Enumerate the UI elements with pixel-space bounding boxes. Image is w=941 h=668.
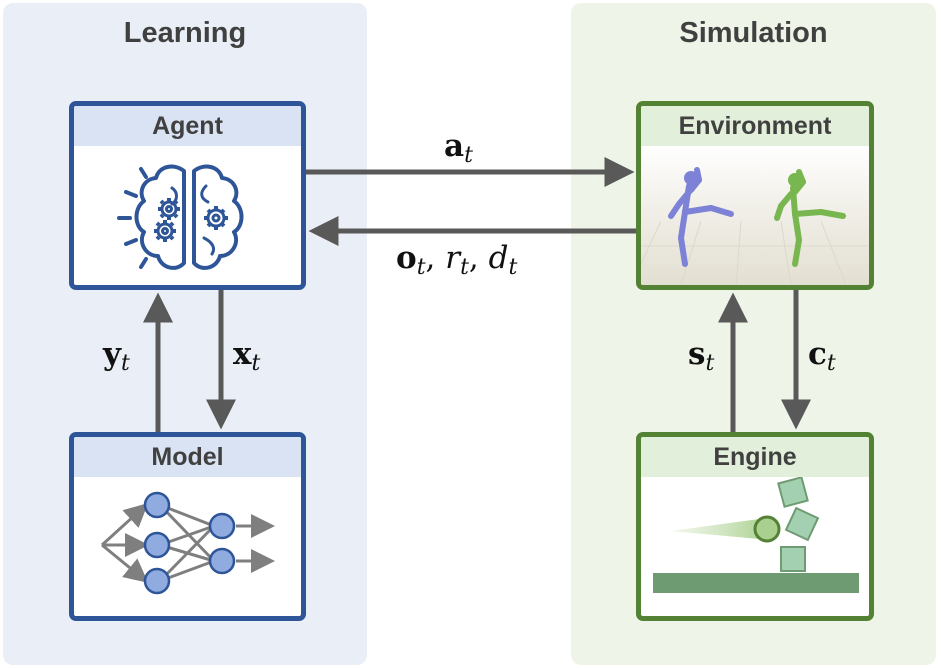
action-label: at xyxy=(444,128,473,168)
learning-panel-title: Learning xyxy=(123,17,247,49)
simulation-panel-title: Simulation xyxy=(679,17,828,49)
humanoid-kick-figures xyxy=(641,146,869,285)
model-title: Model xyxy=(74,437,301,477)
control-label: ct xyxy=(808,336,836,376)
brain-gears-icon xyxy=(117,164,244,270)
agent-title: Agent xyxy=(74,106,301,146)
model-input-label: xt xyxy=(233,336,261,376)
engine-title: Engine xyxy=(641,437,869,477)
environment-box: Environment xyxy=(636,101,874,290)
state-label: st xyxy=(688,336,715,376)
environment-title: Environment xyxy=(641,106,869,146)
agent-box: Agent xyxy=(69,101,306,290)
model-box: Model xyxy=(69,432,306,621)
model-output-label: yt xyxy=(103,336,130,376)
neural-network-icon xyxy=(100,491,275,595)
observation-reward-done-label: ot, rt, dt xyxy=(396,240,518,280)
engine-box: Engine xyxy=(636,432,874,621)
physics-scene-icon xyxy=(653,477,859,593)
